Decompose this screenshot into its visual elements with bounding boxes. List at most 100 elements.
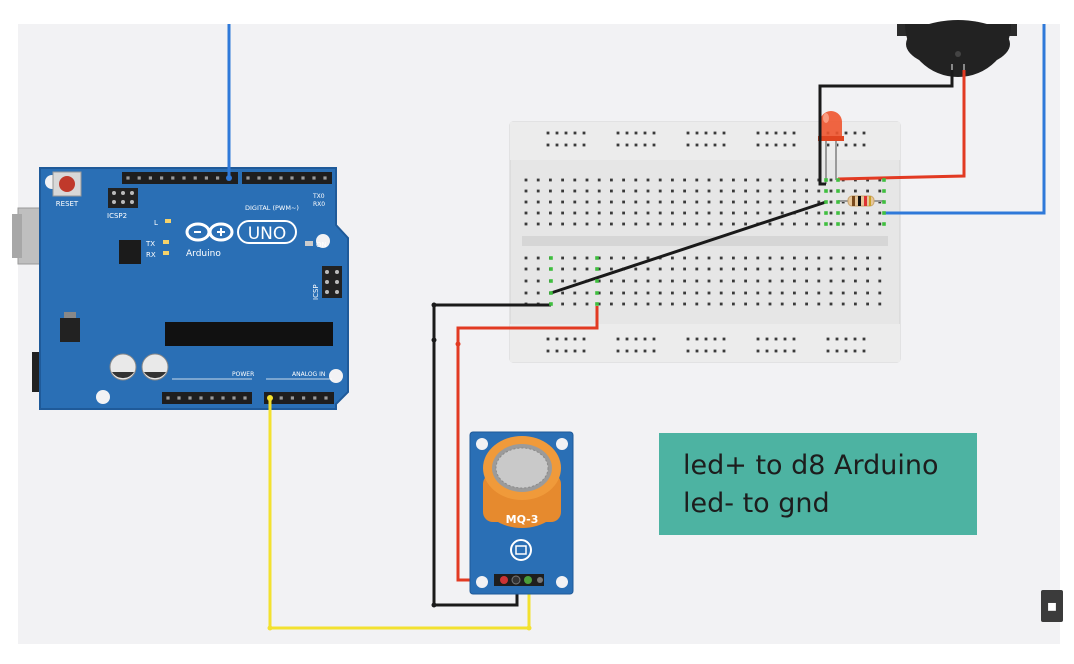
- resistor: [838, 195, 884, 207]
- terminal-hole: [707, 222, 711, 226]
- terminal-hole: [878, 302, 882, 306]
- rail-hole: [686, 131, 690, 135]
- digital-pin: [160, 176, 164, 180]
- rail-hole: [826, 337, 830, 341]
- terminal-hole: [536, 256, 540, 260]
- terminal-hole: [622, 211, 625, 215]
- terminal-hole: [646, 267, 650, 271]
- rail-hole: [792, 349, 796, 353]
- rail-hole: [616, 131, 620, 135]
- terminal-hole: [780, 291, 784, 295]
- arduino-brand-text: Arduino: [186, 249, 221, 259]
- tx-label: TX: [145, 240, 155, 248]
- sensor-chip-icon: [510, 539, 532, 561]
- terminal-hole: [756, 189, 760, 193]
- digital-pins: [126, 176, 327, 180]
- connection-dot: [595, 256, 599, 260]
- rail-hole: [625, 131, 629, 135]
- terminal-hole: [854, 222, 857, 226]
- terminal-hole: [756, 291, 760, 295]
- connection-dot: [882, 200, 886, 204]
- power-pin: [232, 396, 236, 400]
- terminal-hole: [683, 302, 686, 306]
- uno-logo-text: UNO: [248, 224, 287, 244]
- terminal-hole: [622, 291, 625, 295]
- terminal-hole: [829, 222, 833, 226]
- terminal-hole: [524, 222, 528, 226]
- wire-black-diagonal: [550, 200, 827, 295]
- terminal-hole: [622, 302, 625, 306]
- rail-hole: [862, 143, 866, 147]
- terminal-hole: [585, 178, 589, 182]
- terminal-hole: [841, 189, 845, 193]
- terminal-hole: [646, 256, 650, 260]
- rail-hole: [573, 131, 577, 135]
- terminal-hole: [793, 178, 796, 182]
- rail-hole: [783, 143, 787, 147]
- connection-dot: [882, 211, 886, 215]
- terminal-hole: [756, 211, 760, 215]
- terminal-hole: [561, 178, 564, 182]
- terminal-hole: [561, 200, 564, 204]
- terminal-hole: [683, 211, 686, 215]
- power-pin: [210, 396, 214, 400]
- terminal-hole: [549, 211, 552, 215]
- red-led: [818, 111, 844, 184]
- terminal-hole: [695, 189, 699, 193]
- terminal-hole: [841, 279, 845, 283]
- terminal-hole: [793, 256, 796, 260]
- terminal-hole: [573, 222, 577, 226]
- rail-hole: [713, 143, 717, 147]
- terminal-hole: [866, 211, 869, 215]
- terminal-hole: [671, 178, 674, 182]
- rail-hole: [862, 337, 866, 341]
- terminal-hole: [780, 211, 784, 215]
- terminal-hole: [707, 189, 711, 193]
- terminal-hole: [561, 302, 564, 306]
- terminal-hole: [573, 291, 577, 295]
- rail-hole: [546, 143, 550, 147]
- digital-pin: [216, 176, 220, 180]
- rail-hole: [643, 143, 647, 147]
- robot-icon[interactable]: ◼: [1041, 590, 1063, 622]
- terminal-hole: [561, 291, 564, 295]
- rail-hole: [634, 143, 638, 147]
- terminal-hole: [829, 256, 833, 260]
- rail-hole: [573, 143, 577, 147]
- icsp2-header: [108, 188, 138, 208]
- digital-pin: [312, 176, 316, 180]
- terminal-hole: [841, 291, 845, 295]
- connection-dot: [882, 222, 886, 226]
- terminal-hole: [817, 222, 821, 226]
- terminal-hole: [634, 291, 638, 295]
- rail-hole: [853, 337, 857, 341]
- terminal-hole: [646, 211, 650, 215]
- connection-dot: [549, 302, 553, 306]
- terminal-hole: [561, 211, 564, 215]
- terminal-hole: [536, 291, 540, 295]
- rail-hole: [783, 131, 787, 135]
- digital-pin: [268, 176, 272, 180]
- terminal-hole: [671, 279, 674, 283]
- terminal-hole: [768, 189, 772, 193]
- terminal-hole: [793, 302, 796, 306]
- rail-hole: [835, 337, 839, 341]
- terminal-hole: [780, 279, 784, 283]
- terminal-hole: [610, 302, 613, 306]
- connection-dot: [836, 200, 840, 204]
- rx0-label: RX0: [313, 201, 325, 208]
- power-pin: [221, 396, 225, 400]
- terminal-hole: [597, 211, 601, 215]
- icsp-header: [322, 266, 342, 298]
- terminal-hole: [732, 222, 735, 226]
- rail-hole: [826, 143, 830, 147]
- terminal-hole: [878, 256, 882, 260]
- rail-hole: [826, 349, 830, 353]
- terminal-hole: [573, 256, 577, 260]
- rail-hole: [634, 131, 638, 135]
- terminal-hole: [585, 267, 589, 271]
- terminal-hole: [768, 291, 772, 295]
- terminal-hole: [719, 302, 723, 306]
- terminal-hole: [524, 211, 528, 215]
- terminal-hole: [817, 211, 821, 215]
